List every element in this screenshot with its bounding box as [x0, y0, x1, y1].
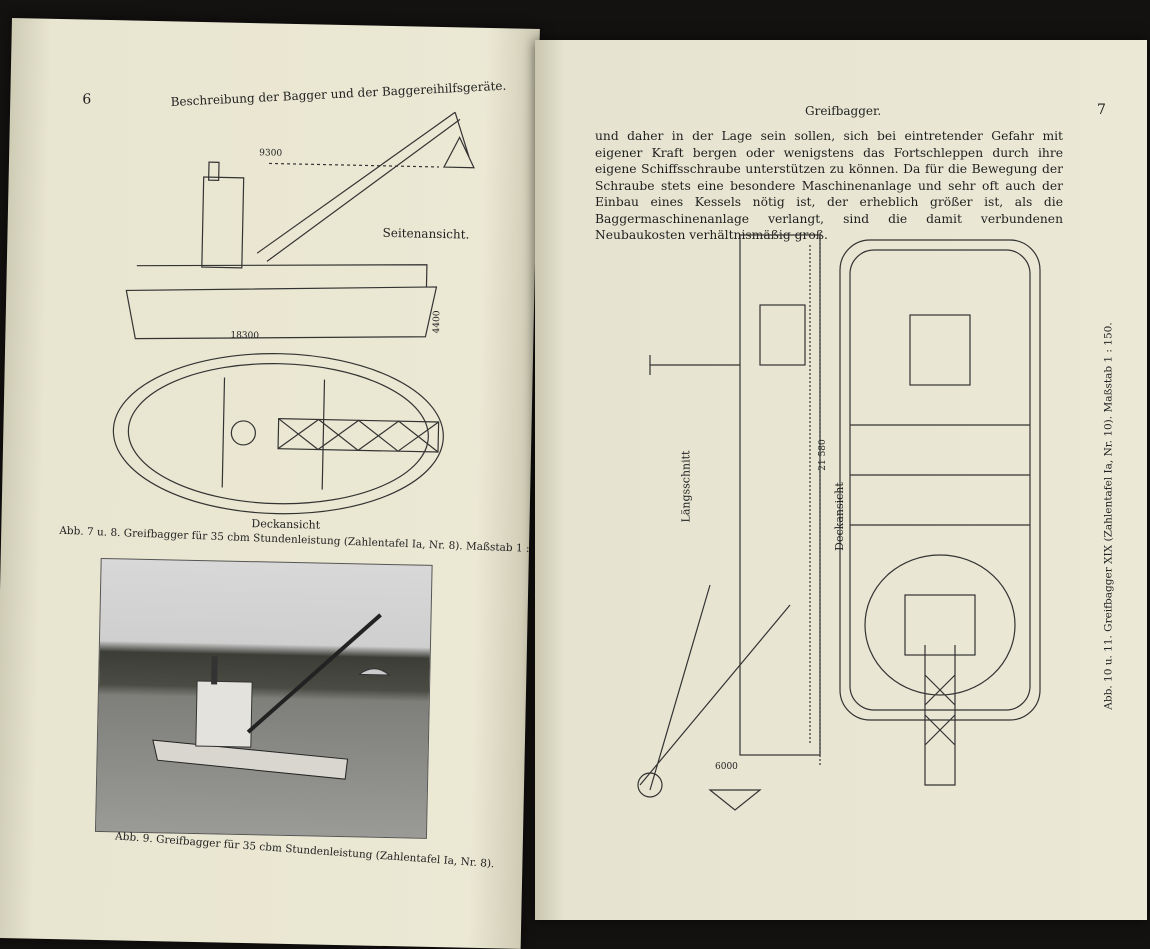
dim-label: 4400	[431, 310, 443, 334]
dim-label: 18300	[230, 330, 260, 342]
right-page: Greifbagger. 7 und daher in der Lage sei…	[535, 40, 1147, 920]
body-paragraph: und daher in der Lage sein sollen, sich …	[595, 129, 1063, 242]
longitudinal-and-deck-drawing	[637, 234, 1041, 811]
figure-caption: Abb. 10 u. 11. Greifbagger XIX (Zahlenta…	[1102, 322, 1115, 710]
page-number: 7	[1097, 102, 1106, 118]
dim-label: 21 580	[817, 439, 828, 471]
dim-label: 9300	[259, 148, 283, 159]
left-page: 6 Beschreibung der Bagger und der Bagger…	[0, 18, 556, 949]
deck-view-label: Deckansicht	[832, 482, 846, 551]
photo-caption: Abb. 9. Greifbagger für 35 cbm Stundenle…	[114, 830, 495, 871]
longitudinal-section-label: Längsschnitt	[679, 450, 693, 523]
deck-view-label: Deckansicht	[251, 517, 321, 532]
dim-label: 6000	[715, 762, 738, 772]
dredger-photo	[94, 557, 433, 839]
side-view-label: Seitenansicht.	[382, 225, 470, 242]
side-and-deck-view-drawing	[112, 111, 475, 515]
page-number: 6	[82, 91, 92, 108]
running-head: Greifbagger.	[805, 104, 882, 118]
